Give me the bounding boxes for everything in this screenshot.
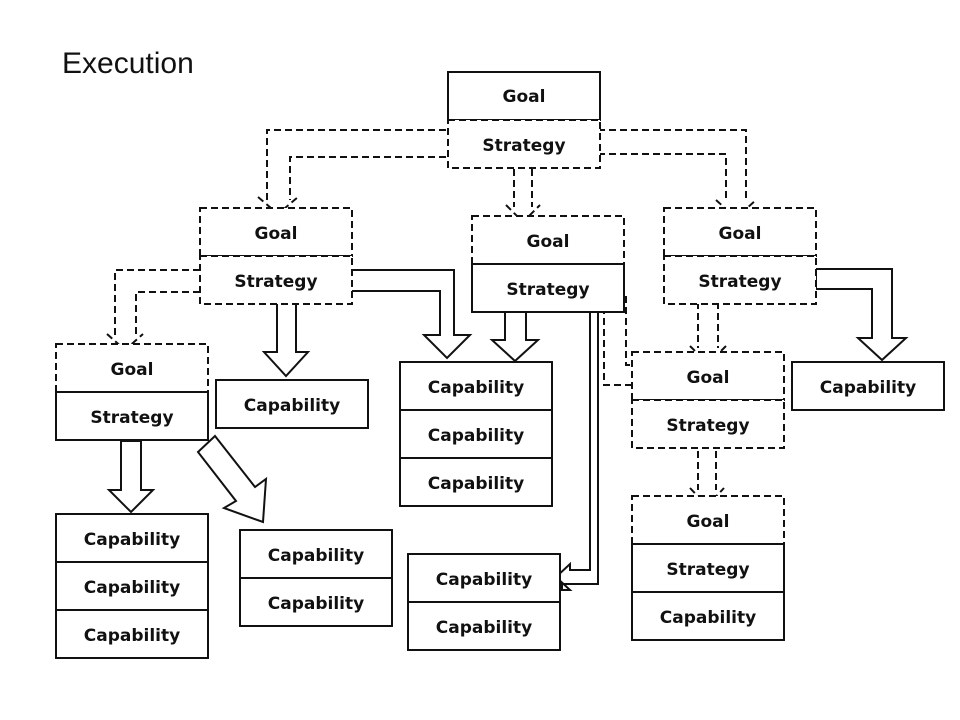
middle-strategy-to-stack-arrow — [489, 311, 541, 363]
left-capability: Capability — [215, 379, 369, 429]
middle-capability-2: Capability — [399, 409, 553, 459]
farleft-strategy-to-pair-arrow — [196, 434, 268, 524]
svg-text:Strategy: Strategy — [234, 272, 317, 292]
middle-strategy: Strategy — [471, 263, 625, 313]
svg-text:Goal: Goal — [687, 368, 730, 388]
right-strategy-to-capability-arrow — [815, 268, 909, 362]
svg-text:Capability: Capability — [84, 578, 180, 598]
middle-capability-3: Capability — [399, 457, 553, 507]
svg-text:Goal: Goal — [255, 224, 298, 244]
farleft-capability-1: Capability — [55, 513, 209, 563]
centerright-to-lower-goal-connector — [697, 440, 717, 490]
diagram-title: Execution — [62, 47, 194, 80]
svg-text:Strategy: Strategy — [482, 136, 565, 156]
centerright-strategy: Strategy — [631, 399, 785, 449]
middle-strategy-to-bottom-pair-arrow — [554, 309, 599, 591]
svg-text:Strategy: Strategy — [698, 272, 781, 292]
svg-text:Goal: Goal — [503, 87, 546, 107]
svg-text:Capability: Capability — [428, 378, 524, 398]
left-to-farleft-goal-connector — [114, 269, 200, 337]
svg-text:Capability: Capability — [428, 474, 524, 494]
middle-goal: Goal — [471, 215, 625, 265]
svg-text:Strategy: Strategy — [666, 416, 749, 436]
middle-capability-1: Capability — [399, 361, 553, 411]
diagonal-capability-2: Capability — [239, 577, 393, 627]
svg-text:Strategy: Strategy — [506, 280, 589, 300]
svg-text:Strategy: Strategy — [666, 560, 749, 580]
root-to-right-goal-connector — [598, 129, 747, 202]
svg-text:Capability: Capability — [244, 396, 340, 416]
right-capability: Capability — [791, 361, 945, 411]
svg-text:Capability: Capability — [436, 618, 532, 638]
farleft-strategy-to-stack-arrow — [106, 440, 156, 514]
left-strategy-to-middle-stack-arrow — [349, 269, 473, 360]
centerright-goal: Goal — [631, 351, 785, 401]
svg-text:Capability: Capability — [436, 570, 532, 590]
farleft-strategy: Strategy — [55, 391, 209, 441]
svg-text:Capability: Capability — [660, 608, 756, 628]
bottom-capability-2: Capability — [407, 601, 561, 651]
farleft-capability-3: Capability — [55, 609, 209, 659]
svg-text:Goal: Goal — [719, 224, 762, 244]
left-goal: Goal — [199, 207, 353, 257]
svg-text:Strategy: Strategy — [90, 408, 173, 428]
lower-strategy: Strategy — [631, 543, 785, 593]
farleft-capability-2: Capability — [55, 561, 209, 611]
svg-text:Capability: Capability — [820, 378, 916, 398]
svg-text:Capability: Capability — [268, 546, 364, 566]
bottom-capability-1: Capability — [407, 553, 561, 603]
root-to-left-goal-connector — [266, 129, 446, 200]
svg-text:Capability: Capability — [428, 426, 524, 446]
right-strategy: Strategy — [663, 255, 817, 305]
lower-capability: Capability — [631, 591, 785, 641]
svg-text:Capability: Capability — [268, 594, 364, 614]
svg-text:Capability: Capability — [84, 626, 180, 646]
root-strategy: Strategy — [447, 119, 601, 169]
left-strategy: Strategy — [199, 255, 353, 305]
right-goal: Goal — [663, 207, 817, 257]
right-to-centerright-goal-connector — [697, 302, 719, 348]
svg-text:Goal: Goal — [111, 360, 154, 380]
left-strategy-to-capability-arrow — [261, 302, 311, 378]
root-to-middle-goal-connector — [513, 158, 533, 207]
lower-goal: Goal — [631, 495, 785, 545]
svg-text:Goal: Goal — [687, 512, 730, 532]
root-goal: Goal — [447, 71, 601, 121]
svg-text:Goal: Goal — [527, 232, 570, 252]
farleft-goal: Goal — [55, 343, 209, 393]
svg-text:Capability: Capability — [84, 530, 180, 550]
diagonal-capability-1: Capability — [239, 529, 393, 579]
